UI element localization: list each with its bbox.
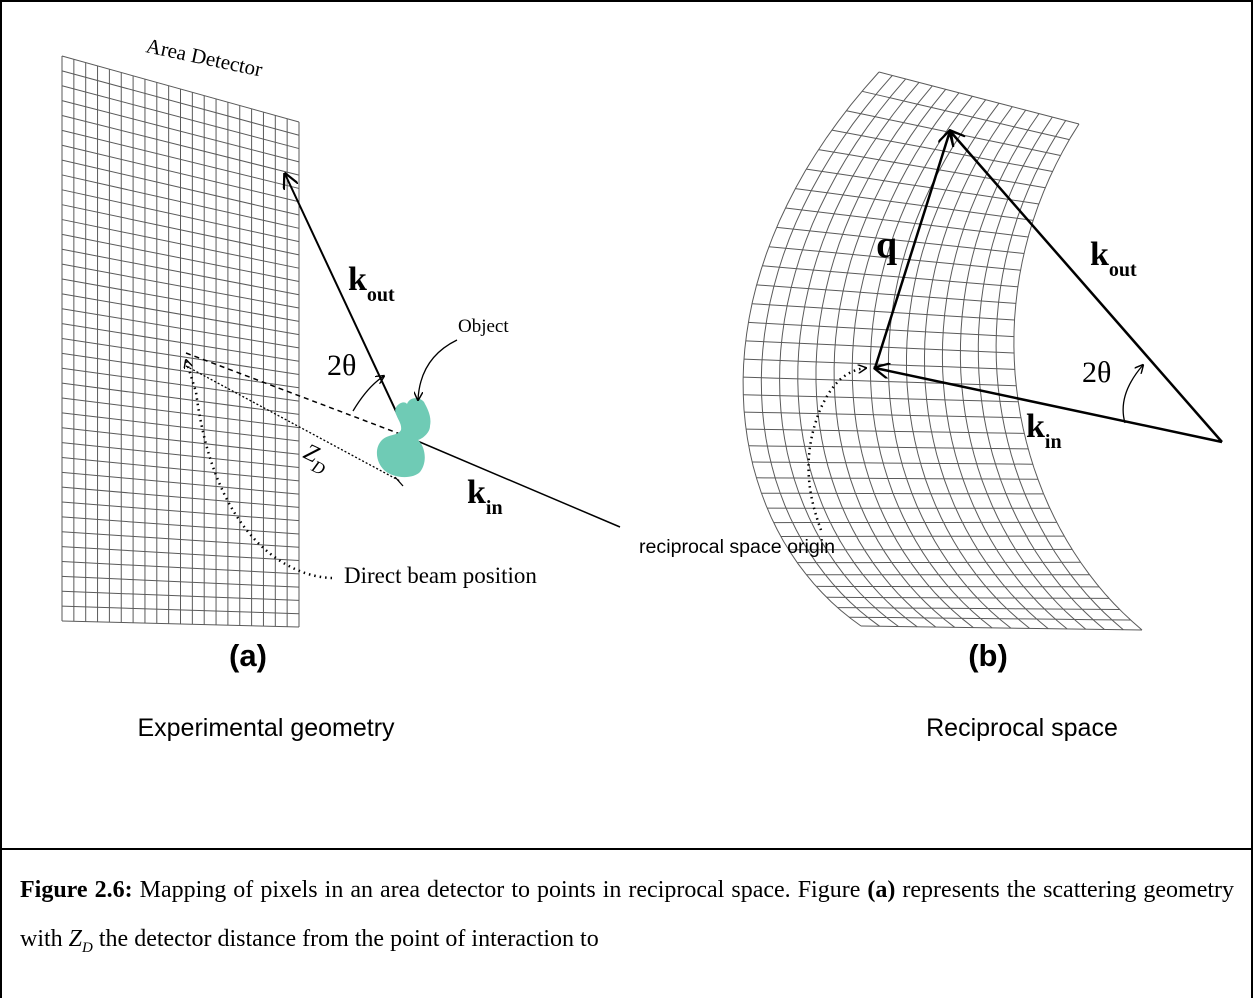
object-label: Object bbox=[458, 316, 509, 337]
panel-b-letter: (b) bbox=[968, 638, 1008, 673]
panel-a-caption: Experimental geometry bbox=[137, 714, 395, 742]
reciprocal-grid-line bbox=[743, 377, 1016, 386]
caption-text-3: the detector distance from the point of … bbox=[99, 926, 599, 952]
reciprocal-grid-line bbox=[762, 266, 1018, 287]
panel-a-letter: (a) bbox=[229, 638, 267, 673]
reciprocal-grid-line bbox=[752, 462, 1033, 464]
k-out-vector-b bbox=[950, 131, 1222, 442]
figure-number: Figure 2.6: bbox=[20, 877, 133, 903]
k-in-label-a: kin bbox=[467, 474, 503, 519]
reciprocal-grid-line bbox=[849, 617, 1131, 620]
reciprocal-grid-line bbox=[795, 189, 1033, 221]
object-shape bbox=[377, 398, 431, 477]
reciprocal-grid-line bbox=[786, 208, 1029, 237]
caption-ref-a: (a) bbox=[867, 877, 895, 903]
zd-label-a: ZD bbox=[297, 439, 335, 479]
reciprocal-grid-line bbox=[757, 285, 1016, 304]
k-in-label-b: kin bbox=[1026, 408, 1062, 453]
k-out-label-b: kout bbox=[1090, 236, 1137, 281]
reciprocal-grid-line bbox=[744, 412, 1021, 418]
reciprocal-grid-line bbox=[761, 493, 1043, 494]
reciprocal-grid-line bbox=[1014, 124, 1142, 630]
k-in-line-a bbox=[408, 437, 620, 527]
angle-label-a: 2θ bbox=[327, 349, 356, 382]
reciprocal-grid-line bbox=[743, 395, 1018, 402]
figure-caption: Figure 2.6: Mapping of pixels in an area… bbox=[20, 866, 1234, 973]
reciprocal-grid-line bbox=[816, 586, 1099, 587]
reciprocal-grid-line bbox=[861, 626, 1142, 630]
origin-pointer bbox=[809, 368, 866, 530]
reciprocal-grid-line bbox=[746, 429, 1024, 433]
zd-dimension-line bbox=[186, 366, 400, 481]
angle-arc-a bbox=[353, 376, 384, 411]
panel-b-caption: Reciprocal space bbox=[926, 714, 1118, 742]
caption-zd: ZD bbox=[69, 926, 93, 952]
reciprocal-grid-line bbox=[777, 227, 1024, 253]
q-label: q bbox=[876, 224, 897, 266]
caption-text-1: Mapping of pixels in an area detector to… bbox=[140, 877, 861, 903]
angle-label-b: 2θ bbox=[1082, 356, 1111, 389]
zd-tick bbox=[395, 477, 403, 486]
reciprocal-origin-label: reciprocal space origin bbox=[639, 537, 835, 558]
area-detector-grid bbox=[62, 56, 299, 627]
reciprocal-grid-line bbox=[752, 304, 1015, 320]
reciprocal-grid-line bbox=[879, 72, 1079, 124]
reciprocal-grid-line bbox=[749, 446, 1028, 449]
object-pointer bbox=[418, 340, 457, 400]
reciprocal-grid-line bbox=[748, 322, 1014, 336]
angle-arc-b bbox=[1123, 365, 1143, 423]
area-detector-label: Area Detector bbox=[144, 33, 265, 81]
reciprocal-grid-line bbox=[827, 597, 1110, 598]
reciprocal-grid-line bbox=[838, 608, 1120, 610]
reciprocal-grid-line bbox=[756, 478, 1038, 479]
direct-beam-label: Direct beam position bbox=[344, 563, 537, 588]
k-out-label-a: kout bbox=[348, 261, 395, 306]
